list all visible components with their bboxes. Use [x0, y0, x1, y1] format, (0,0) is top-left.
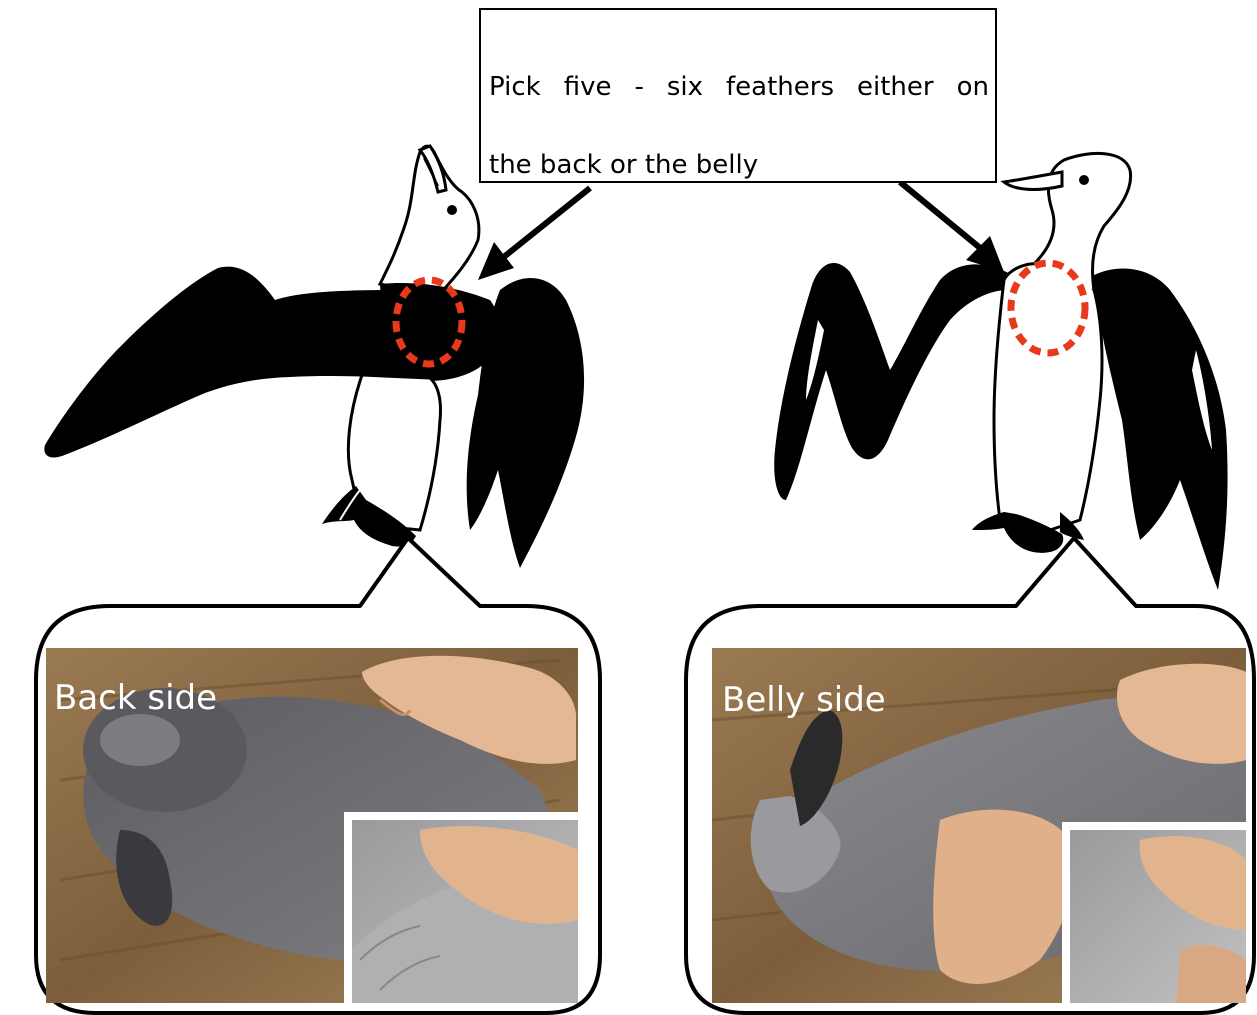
arrow-to-belly — [900, 182, 985, 252]
callout-arrows — [478, 182, 1004, 280]
back-side-label: Back side — [54, 678, 217, 718]
belly-side-panel: Belly side — [686, 538, 1254, 1013]
instruction-callout: Pick five - six feathers either on the b… — [479, 8, 997, 183]
belly-side-label: Belly side — [722, 680, 886, 720]
callout-line-1: Pick five - six feathers either on — [489, 72, 989, 102]
arrow-to-back — [500, 188, 590, 260]
callout-line-2: the back or the belly — [489, 150, 758, 180]
arrowhead-back — [478, 242, 514, 280]
back-side-panel: Back side — [36, 538, 600, 1013]
bird-back-illustration — [44, 146, 584, 568]
bird-belly-illustration — [774, 153, 1227, 590]
